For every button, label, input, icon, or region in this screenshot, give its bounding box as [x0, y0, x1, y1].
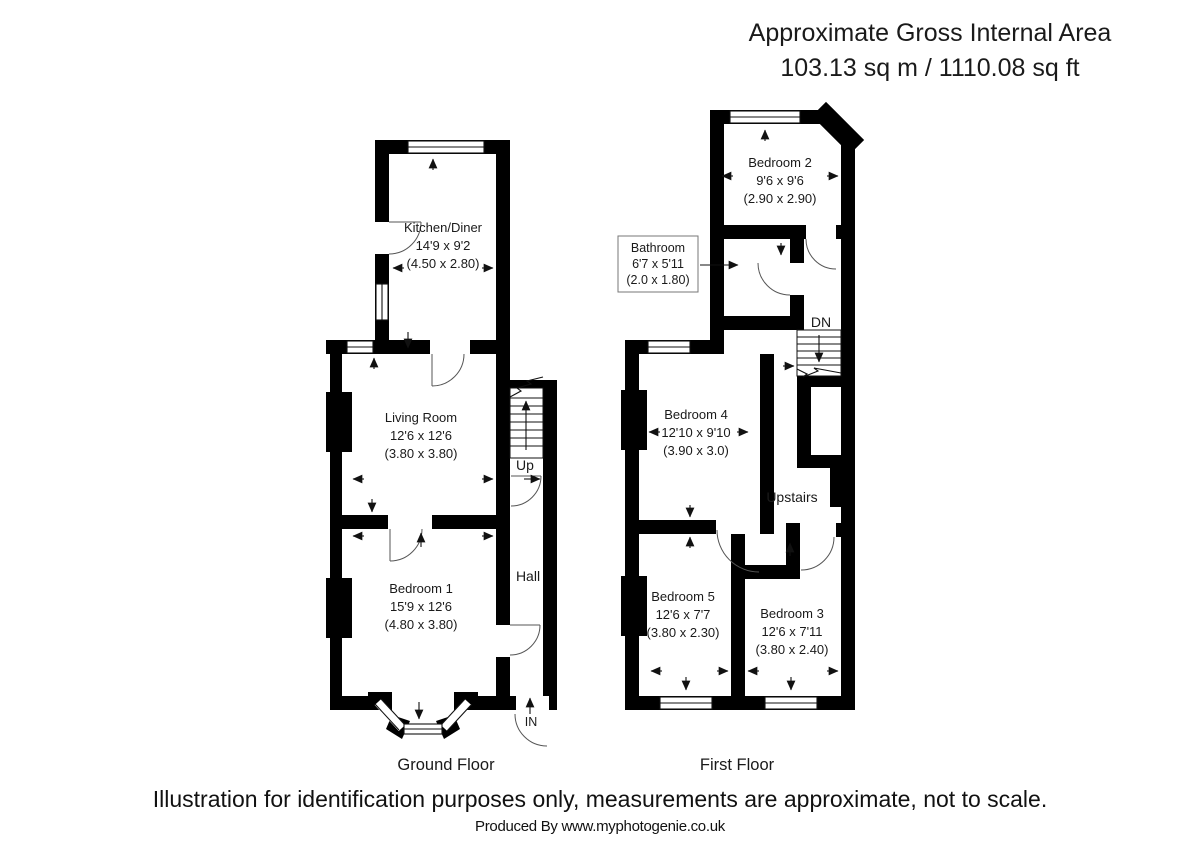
bedroom1-hall-door-arc	[509, 624, 541, 656]
bedroom4-name: Bedroom 4	[664, 407, 728, 422]
bedroom2-window	[729, 110, 801, 124]
kitchen-name: Kitchen/Diner	[404, 220, 483, 235]
upstairs-label: Upstairs	[766, 489, 817, 505]
bedroom5-door-arc	[716, 529, 760, 573]
gross-internal-area-header: Approximate Gross Internal Area 103.13 s…	[690, 16, 1170, 86]
bedroom2-metric: (2.90 x 2.90)	[744, 191, 817, 206]
first-floor-dimension-arrows	[648, 129, 839, 691]
hall-label: Hall	[516, 568, 540, 584]
producer-credit: Produced By www.myphotogenie.co.uk	[475, 818, 725, 835]
bedroom3-door-arc	[800, 536, 835, 571]
ground-floor-title: Ground Floor	[397, 756, 495, 774]
bedroom1-metric: (4.80 x 3.80)	[385, 617, 458, 632]
bathroom-callout: Bathroom 6'7 x 5'11 (2.0 x 1.80)	[617, 235, 739, 293]
kitchen-side-window	[375, 283, 389, 321]
stairs-dn-label: DN	[811, 314, 831, 330]
bedroom2-name: Bedroom 2	[748, 155, 812, 170]
bedroom2-door-arc	[805, 238, 837, 270]
living-room-label: Living Room 12'6 x 12'6 (3.80 x 3.80)	[385, 410, 458, 461]
living-metric: (3.80 x 3.80)	[385, 446, 458, 461]
header-line1: Approximate Gross Internal Area	[748, 19, 1112, 47]
bedroom4-label: Bedroom 4 12'10 x 9'10 (3.90 x 3.0)	[661, 407, 730, 458]
bedroom4-metric: (3.90 x 3.0)	[663, 443, 729, 458]
kitchen-imperial: 14'9 x 9'2	[416, 238, 471, 253]
bedroom4-window	[647, 340, 691, 354]
hall-stairs-door-arc	[510, 475, 542, 507]
bedroom3-window	[764, 696, 818, 710]
ground-floor-plan: Kitchen/Diner 14'9 x 9'2 (4.50 x 2.80) L…	[326, 140, 557, 774]
stairs-down	[796, 329, 842, 378]
kitchen-label: Kitchen/Diner 14'9 x 9'2 (4.50 x 2.80)	[404, 220, 483, 271]
kitchen-top-window	[407, 140, 485, 154]
bedroom5-metric: (3.80 x 2.30)	[647, 625, 720, 640]
disclaimer-text: Illustration for identification purposes…	[152, 786, 1048, 812]
first-floor-walls	[621, 101, 865, 710]
bedroom4-imperial: 12'10 x 9'10	[661, 425, 730, 440]
stairs-up-label: Up	[516, 457, 534, 473]
living-room-window	[346, 340, 374, 354]
bedroom5-imperial: 12'6 x 7'7	[656, 607, 711, 622]
bathroom-name: Bathroom	[631, 241, 685, 255]
living-name: Living Room	[385, 410, 457, 425]
stairs-up	[509, 376, 544, 459]
header-line2: 103.13 sq m / 1110.08 sq ft	[780, 54, 1080, 82]
bedroom3-label: Bedroom 3 12'6 x 7'11 (3.80 x 2.40)	[756, 606, 829, 657]
bedroom2-imperial: 9'6 x 9'6	[756, 173, 804, 188]
bedroom5-window	[659, 696, 713, 710]
bedroom5-name: Bedroom 5	[651, 589, 715, 604]
bay-window	[368, 692, 478, 739]
first-floor-plan: Bathroom 6'7 x 5'11 (2.0 x 1.80) Bedro	[617, 101, 865, 774]
bathroom-metric: (2.0 x 1.80)	[626, 273, 689, 287]
first-floor-title: First Floor	[700, 756, 775, 774]
bathroom-imperial: 6'7 x 5'11	[632, 257, 684, 271]
kitchen-door-arc	[388, 221, 422, 255]
living-bedroom1-door-arc	[389, 528, 423, 562]
bedroom3-name: Bedroom 3	[760, 606, 824, 621]
ground-floor-dimension-arrows	[352, 158, 541, 720]
bedroom1-name: Bedroom 1	[389, 581, 453, 596]
bedroom3-imperial: 12'6 x 7'11	[761, 624, 822, 639]
entrance-door-arc	[514, 713, 548, 747]
entrance-in-label: IN	[525, 715, 538, 729]
bathroom-door-arc	[757, 262, 791, 296]
bedroom1-imperial: 15'9 x 12'6	[390, 599, 452, 614]
bedroom1-label: Bedroom 1 15'9 x 12'6 (4.80 x 3.80)	[385, 581, 458, 632]
kitchen-living-door-arc	[431, 353, 465, 387]
bedroom2-label: Bedroom 2 9'6 x 9'6 (2.90 x 2.90)	[744, 155, 817, 206]
kitchen-metric: (4.50 x 2.80)	[407, 256, 480, 271]
living-imperial: 12'6 x 12'6	[390, 428, 452, 443]
bedroom3-metric: (3.80 x 2.40)	[756, 642, 829, 657]
bedroom5-label: Bedroom 5 12'6 x 7'7 (3.80 x 2.30)	[647, 589, 720, 640]
